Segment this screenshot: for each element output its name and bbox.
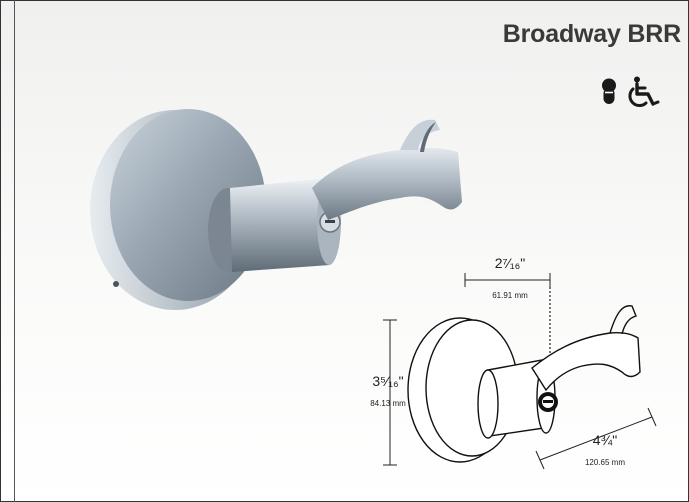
depth-mm: 61.91 mm — [492, 291, 528, 300]
rose-inches: 3⁵⁄₁₆" — [372, 373, 403, 389]
lever-inches: 4¾" — [593, 432, 617, 448]
depth-inches: 2⁷⁄₁₆" — [495, 255, 526, 271]
cylinder-key-icon — [602, 78, 616, 104]
lever-photo — [90, 109, 462, 310]
accessibility-icon — [628, 76, 660, 108]
dimension-diagram: 2⁷⁄₁₆" 61.91 mm 3⁵⁄₁₆" 84.13 mm 4¾" 120.… — [370, 255, 657, 470]
product-title: Broadway BRR — [502, 20, 681, 48]
rose-mm: 84.13 mm — [370, 399, 406, 408]
left-rule — [14, 0, 15, 502]
feature-icons — [601, 76, 661, 108]
lever-mm: 120.65 mm — [585, 458, 625, 467]
